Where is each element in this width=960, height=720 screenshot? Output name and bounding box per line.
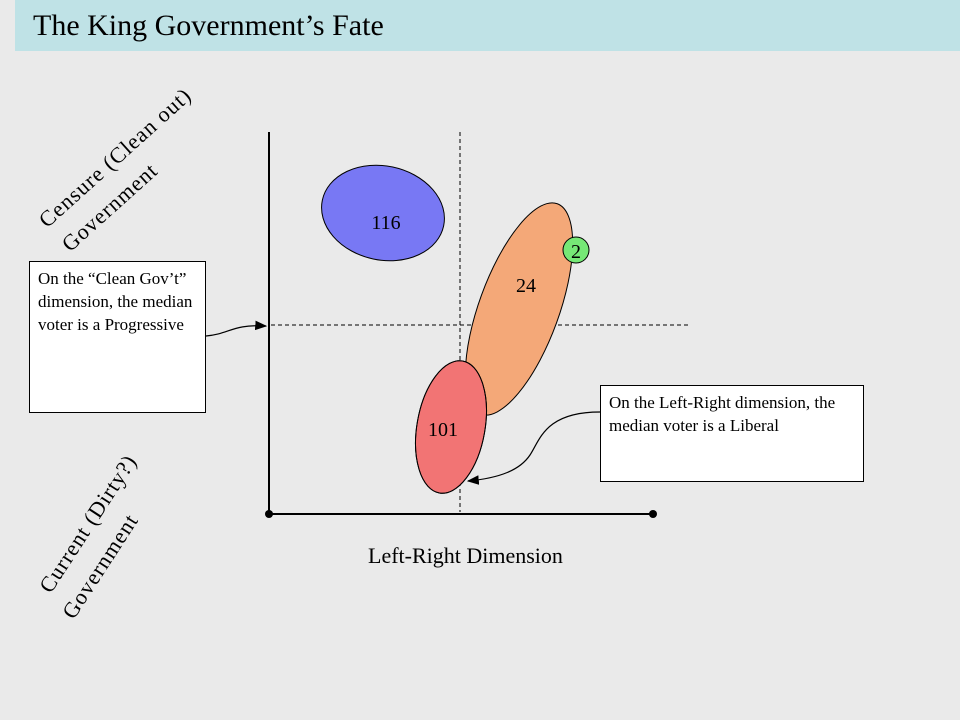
callout-left: On the “Clean Gov’t” dimension, the medi… bbox=[29, 261, 206, 413]
left-callout-arrow bbox=[205, 320, 268, 337]
page-title: The King Government’s Fate bbox=[33, 9, 384, 42]
right-callout-arrow bbox=[466, 411, 601, 485]
group-101-label: 101 bbox=[428, 419, 458, 441]
callout-right: On the Left-Right dimension, the median … bbox=[600, 385, 864, 482]
group-101-outline bbox=[415, 360, 487, 494]
x-axis-left-end-dot bbox=[265, 510, 273, 518]
group-2-circle bbox=[562, 236, 590, 264]
title-bar: The King Government’s Fate bbox=[15, 0, 960, 51]
group-116-ellipse bbox=[321, 164, 445, 262]
group-2-label: 2 bbox=[571, 241, 581, 263]
group-116-label: 116 bbox=[371, 212, 400, 234]
x-axis-right-end-dot bbox=[649, 510, 657, 518]
x-axis-label: Left-Right Dimension bbox=[368, 543, 563, 568]
group-24-label: 24 bbox=[516, 275, 536, 297]
